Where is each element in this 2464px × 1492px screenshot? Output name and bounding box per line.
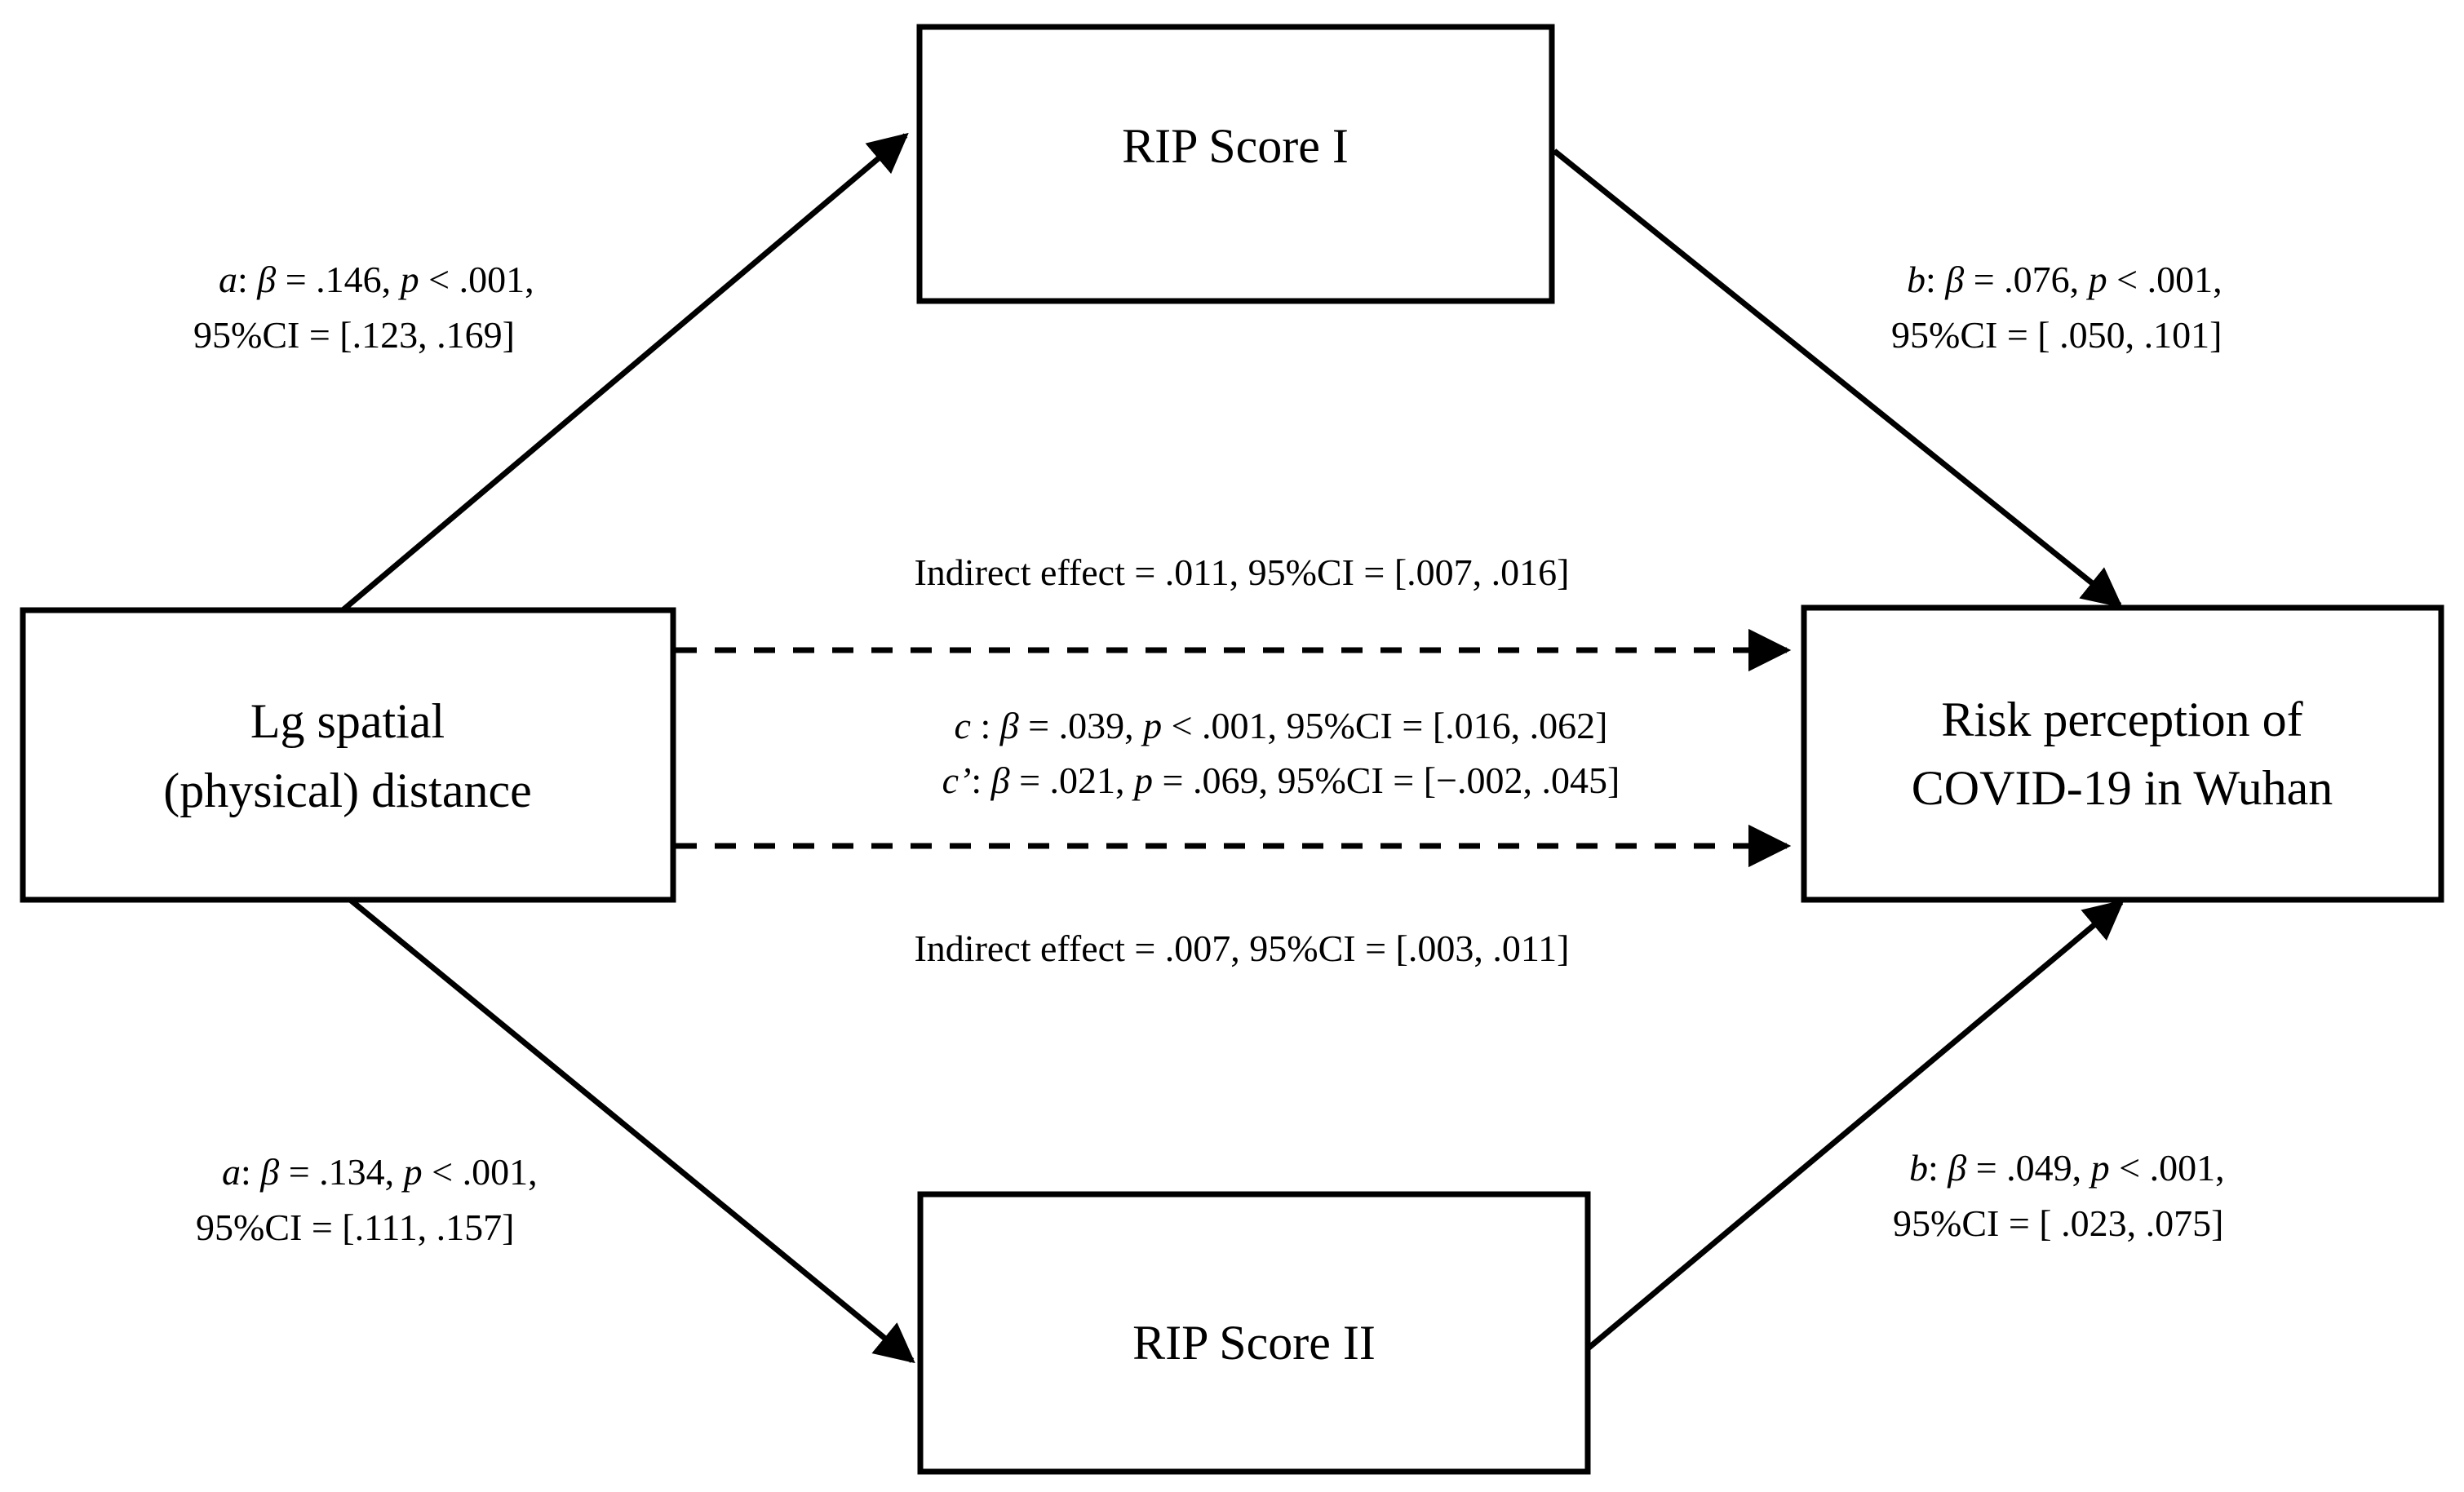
node-outcome-label-line-1: Risk perception of	[1941, 693, 2302, 746]
node-outcome-label-line-2: COVID-19 in Wuhan	[1912, 761, 2333, 815]
label-a-path-top-line-1: a: β = .146, p < .001,	[219, 259, 534, 300]
node-mediator-1-box	[916, 24, 1555, 304]
label-a-path-bottom-line-1: a: β = .134, p < .001,	[222, 1151, 538, 1193]
node-mediator-2[interactable]: RIP Score II	[917, 1191, 1591, 1475]
edge-b-path-top	[1552, 148, 2123, 609]
label-indirect-bottom: Indirect effect = .007, 95%CI = [.003, .…	[914, 928, 1569, 969]
label-indirect-top: Indirect effect = .011, 95%CI = [.007, .…	[914, 551, 1569, 593]
node-mediator-2-box	[917, 1191, 1591, 1475]
label-a-path-bottom-line-2: 95%CI = [.111, .157]	[196, 1206, 514, 1248]
label-b-path-top-line-1: b: β = .076, p < .001,	[1907, 259, 2222, 300]
node-mediator-2-label: RIP Score II	[1132, 1316, 1376, 1370]
node-mediator-1[interactable]: RIP Score I	[916, 24, 1555, 304]
label-a-path-bottom: a: β = .134, p < .001, 95%CI = [.111, .1…	[196, 1151, 538, 1248]
node-predictor-label-line-1: Lg spatial	[250, 694, 445, 748]
label-b-path-bottom-line-2: 95%CI = [ .023, .075]	[1893, 1202, 2223, 1244]
label-b-path-top-line-2: 95%CI = [ .050, .101]	[1891, 314, 2222, 356]
label-b-path-bottom: b: β = .049, p < .001, 95%CI = [ .023, .…	[1893, 1147, 2225, 1244]
edge-a-path-top	[340, 132, 909, 613]
node-mediator-1-label: RIP Score I	[1122, 119, 1349, 173]
label-direct-effect: c’: β = .021, p = .069, 95%CI = [−.002, …	[942, 759, 1620, 801]
label-a-path-top-line-2: 95%CI = [.123, .169]	[193, 314, 515, 356]
label-b-path-top: b: β = .076, p < .001, 95%CI = [ .050, .…	[1891, 259, 2222, 356]
edge-a-path-bottom	[347, 897, 915, 1364]
label-total-effect: c : β = .039, p < .001, 95%CI = [.016, .…	[955, 705, 1608, 746]
node-predictor-label-line-2: (physical) distance	[163, 764, 532, 817]
node-outcome-box	[1801, 604, 2444, 903]
label-b-path-bottom-line-1: b: β = .049, p < .001,	[1909, 1147, 2225, 1189]
label-a-path-top: a: β = .146, p < .001, 95%CI = [.123, .1…	[193, 259, 534, 356]
node-predictor[interactable]: Lg spatial (physical) distance	[20, 607, 676, 903]
node-outcome[interactable]: Risk perception of COVID-19 in Wuhan	[1801, 604, 2444, 903]
node-predictor-box	[20, 607, 676, 903]
edge-b-path-bottom	[1584, 899, 2125, 1353]
